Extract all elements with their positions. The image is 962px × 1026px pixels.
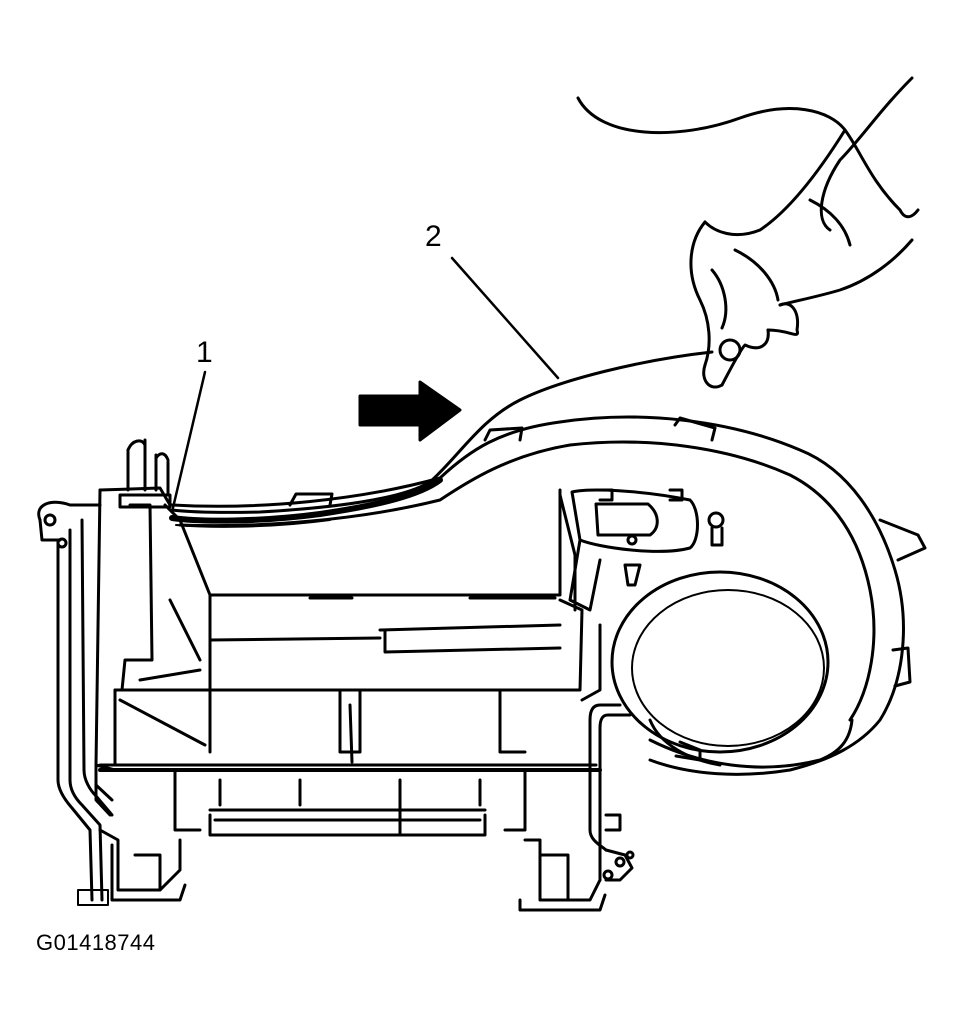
seal-strip: [169, 350, 714, 528]
hand-illustration: [576, 76, 920, 389]
callout-label-1: 1: [196, 336, 213, 369]
blower-inlet-ring: [610, 570, 830, 754]
callout-2-leader: [450, 256, 560, 380]
direction-arrow-icon: [358, 380, 462, 442]
callout-label-2: 2: [425, 220, 442, 253]
figure-id-caption: G01418744: [36, 930, 156, 955]
callout-1-leader: [170, 370, 207, 514]
hvac-housing: [37, 415, 927, 912]
